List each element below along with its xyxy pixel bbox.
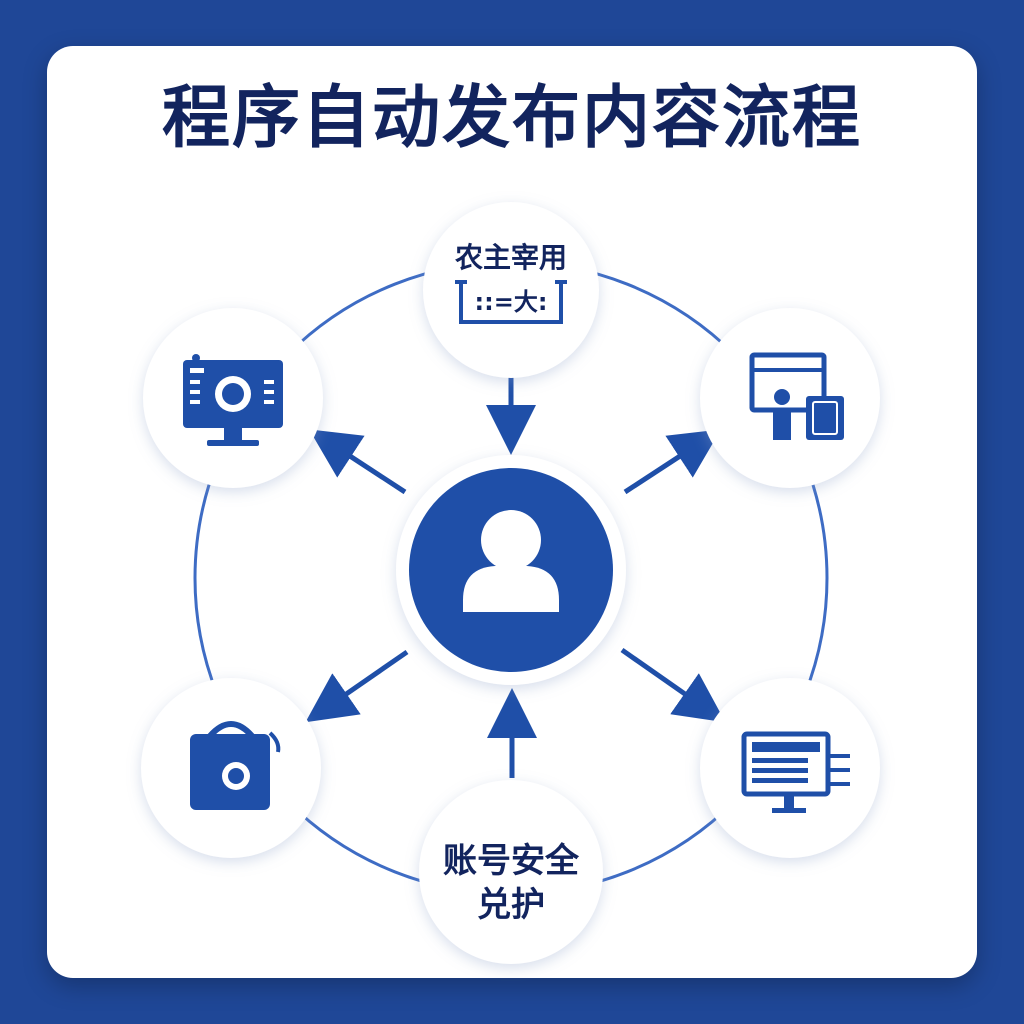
node-bottom-label-line1: 账号安全 (443, 841, 579, 881)
presentation-user-icon (749, 352, 844, 440)
node-top-label: 农主宰用 (454, 241, 567, 274)
content-editor-icon (455, 280, 567, 324)
page-title: 程序自动发布内容流程 (161, 79, 862, 158)
node-upper-right (700, 308, 880, 488)
arrow-center-to-upper-right (623, 429, 721, 495)
arrow-center-to-lower-left (305, 649, 409, 723)
user-icon (463, 510, 559, 612)
monitor-camera-icon (183, 354, 283, 446)
desktop-document-icon (741, 731, 850, 813)
node-top (423, 202, 599, 378)
arrow-center-to-upper-left (309, 429, 407, 495)
arrow-center-to-lower-right (620, 647, 726, 723)
node-top-sublabel: ::=大: (474, 288, 548, 316)
camera-bag-icon (190, 721, 281, 810)
node-bottom (419, 780, 603, 964)
node-bottom-label-line2: 兑护 (477, 885, 545, 925)
